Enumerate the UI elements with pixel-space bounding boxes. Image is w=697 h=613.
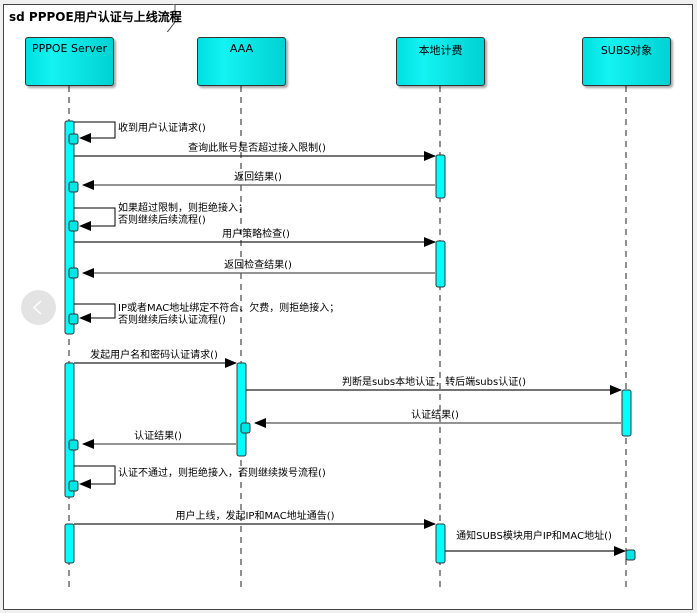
nested-activation <box>68 133 79 145</box>
self-message-arrow <box>74 121 116 143</box>
lifeline-label: 本地计费 <box>418 44 463 57</box>
activation-bar <box>435 154 446 199</box>
message-label: 用户上线，发起IP和MAC地址通告() <box>175 511 335 522</box>
nested-activation <box>68 480 79 492</box>
frame-title-tab <box>3 4 176 32</box>
nested-activation <box>68 267 79 279</box>
nested-activation <box>68 313 79 325</box>
message-label: 认证结果() <box>134 431 182 442</box>
message-label: 认证结果() <box>411 410 459 421</box>
diagram-title: sd PPPOE用户认证与上线流程 <box>9 10 182 24</box>
lifeline-label: AAA <box>229 42 254 55</box>
message-label: 查询此账号是否超过接入限制() <box>188 143 326 154</box>
activation-bar <box>621 389 632 437</box>
activation-bar <box>236 362 247 457</box>
message-label: 返回结果() <box>234 172 282 183</box>
message-label: 认证不通过，则拒绝接入，否则继续拨号流程() <box>118 468 326 479</box>
previous-page-button[interactable] <box>21 290 56 325</box>
message-label: IP或者MAC地址绑定不符合、欠费，则拒绝接入； 否则继续后续认证流程() <box>118 303 340 326</box>
nested-activation <box>625 549 636 561</box>
diagram-frame <box>3 4 693 610</box>
lifeline-label: SUBS对象 <box>600 44 653 57</box>
lifeline-aaa: AAA <box>197 37 286 86</box>
nested-activation <box>68 439 79 451</box>
lifeline-pppoe: PPPOE Server <box>25 37 114 86</box>
message-label: 如果超过限制，则拒绝接入； 否则继续后续流程() <box>118 203 248 226</box>
message-label: 用户策略检查() <box>222 229 290 240</box>
activation-bar <box>435 240 446 288</box>
message-label: 判断是subs本地认证，转后端subs认证() <box>341 377 527 388</box>
nested-activation <box>68 220 79 232</box>
lifeline-subs: SUBS对象 <box>582 37 671 86</box>
message-label: 收到用户认证请求() <box>118 123 206 134</box>
message-label: 发起用户名和密码认证请求() <box>90 350 218 361</box>
activation-bar <box>435 523 446 564</box>
lifeline-label: PPPOE Server <box>31 42 108 55</box>
self-message-arrow <box>74 465 116 489</box>
chevron-left-icon <box>32 300 42 315</box>
lifeline-billing: 本地计费 <box>396 37 485 86</box>
activation-bar <box>64 362 75 498</box>
self-message-arrow <box>74 303 116 323</box>
activation-bar <box>64 523 75 564</box>
message-label: 返回检查结果() <box>224 260 292 271</box>
nested-activation <box>240 422 251 434</box>
message-label: 通知SUBS模块用户IP和MAC地址() <box>456 531 612 542</box>
nested-activation <box>68 181 79 193</box>
self-message-arrow <box>74 207 116 231</box>
